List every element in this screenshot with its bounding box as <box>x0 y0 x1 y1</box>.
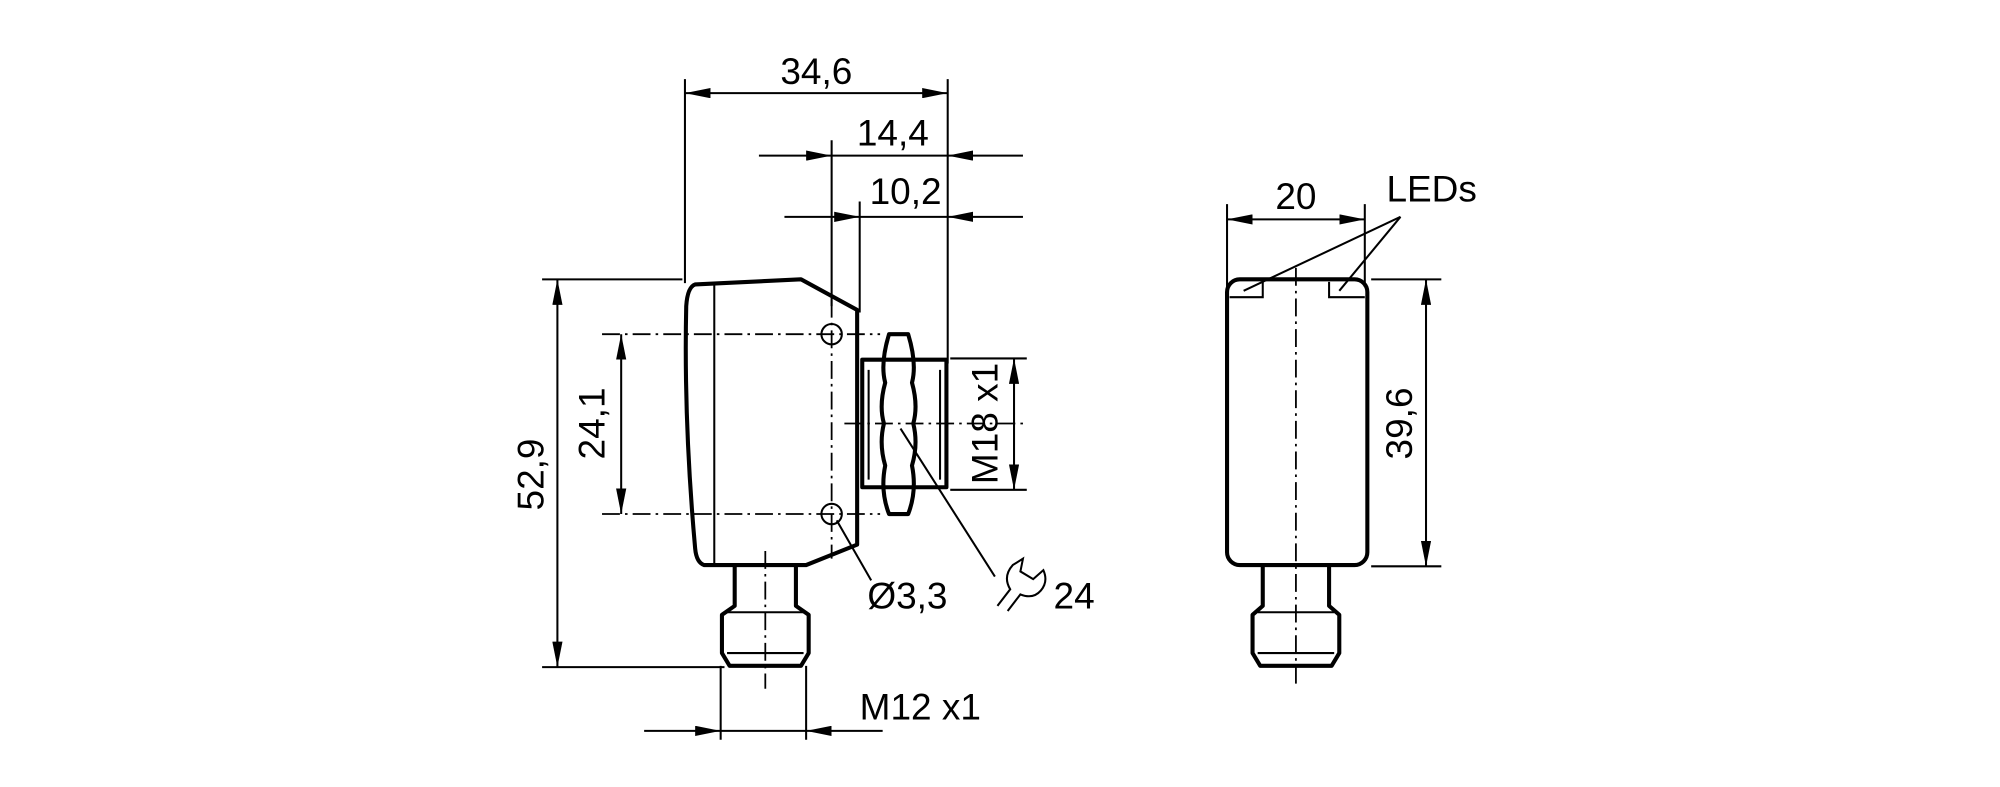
hex-nut <box>879 332 918 517</box>
leds-label: LEDs <box>1386 169 1476 210</box>
led-window-right <box>1328 281 1365 299</box>
dim-height: 52,9 <box>510 439 551 511</box>
wrench-size-label: 24 <box>1054 575 1095 616</box>
leader-line <box>899 428 996 578</box>
dim-flange-depth: 14,4 <box>857 112 929 153</box>
dim-thread-depth: 10,2 <box>870 171 942 212</box>
dim-width: 20 <box>1275 176 1316 217</box>
dim-overall-depth: 34,6 <box>780 51 852 92</box>
dim-hole-spacing: 24,1 <box>572 387 613 459</box>
leader-line <box>1338 216 1402 292</box>
side-view: 20 LEDs 39,6 <box>1225 169 1477 689</box>
front-view: 34,6 14,4 10,2 52,9 24,1 M18 x1 M12 x1 <box>510 51 1095 740</box>
hole-diameter-label: Ø3,3 <box>867 575 947 616</box>
side-body-outline <box>1225 277 1370 568</box>
wrench-icon <box>996 556 1047 612</box>
led-window-left <box>1229 281 1264 299</box>
dim-body-height: 39,6 <box>1379 387 1420 459</box>
leader-line <box>835 519 873 581</box>
thread-front-label: M18 x1 <box>964 363 1005 484</box>
sensor-body-outline <box>683 277 860 568</box>
front-thread <box>860 357 949 490</box>
connector-thread-label: M12 x1 <box>860 686 981 727</box>
side-connector <box>1250 565 1342 668</box>
leader-line <box>1243 215 1401 292</box>
